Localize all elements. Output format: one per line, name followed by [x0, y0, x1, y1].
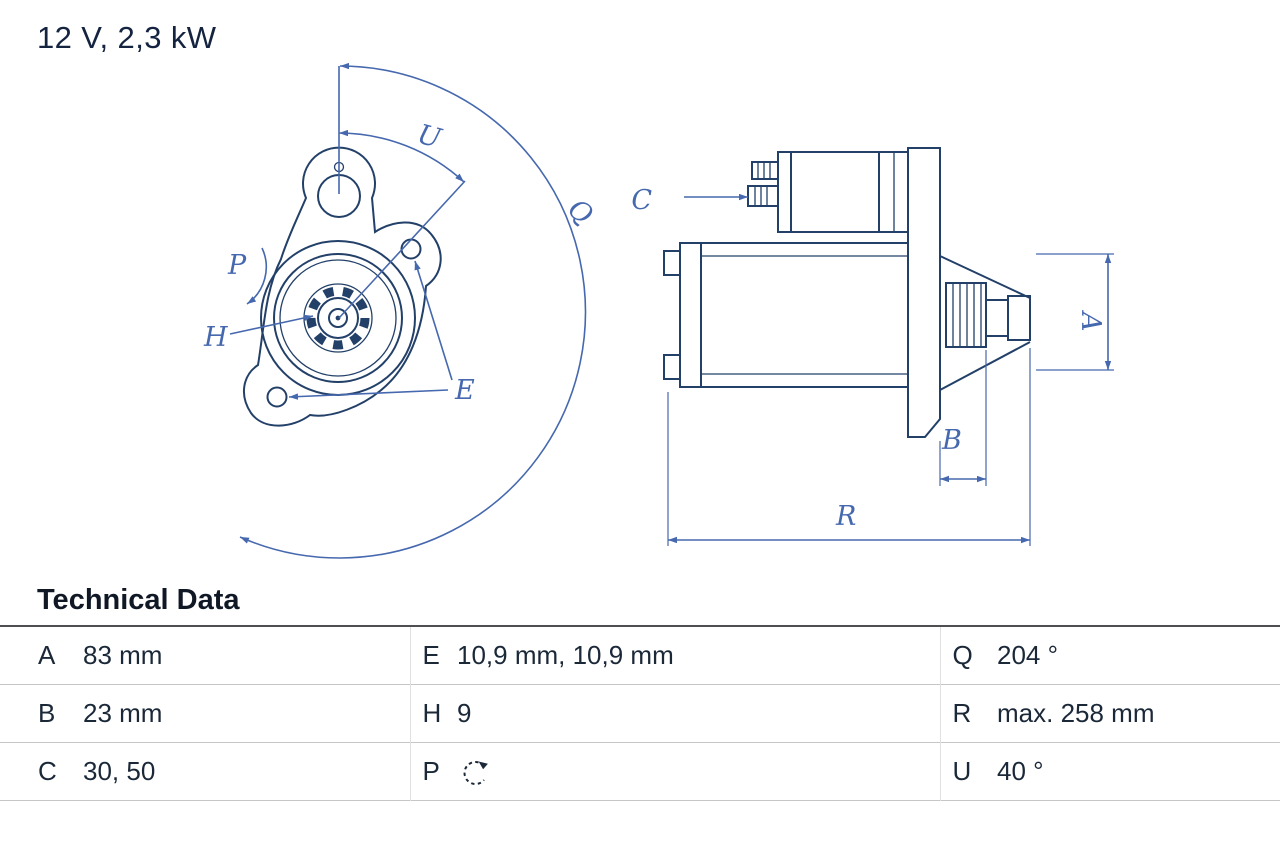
dim-label-A: A — [1075, 309, 1106, 332]
terminal-stud-upper — [751, 161, 779, 180]
mounting-flange-plate — [907, 147, 941, 438]
table-cell-value: 40 ° — [985, 742, 1280, 801]
rotation-P-arrow — [246, 247, 268, 305]
table-cell-key: U — [939, 742, 985, 801]
angle-U-arc — [338, 129, 465, 183]
table-cell-key: P — [409, 742, 445, 801]
table-cell-key: Q — [939, 626, 985, 685]
table-row: A 83 mm E 10,9 mm, 10,9 mm Q 204 ° — [0, 626, 1280, 685]
through-bolt-bottom — [663, 354, 681, 380]
rotation-ccw-icon — [463, 760, 488, 785]
mounting-flange-outline — [242, 146, 442, 427]
dim-label-E: E — [454, 375, 475, 406]
dim-label-B: B — [941, 425, 962, 456]
technical-data-table: A 83 mm E 10,9 mm, 10,9 mm Q 204 ° B 23 … — [0, 625, 1280, 801]
product-spec-title: 12 V, 2,3 kW — [37, 20, 217, 55]
shaft-end-cap — [1007, 295, 1031, 341]
technical-drawing: U Q P H E — [203, 62, 1114, 559]
dim-label-P: P — [227, 250, 247, 281]
table-cell-value: 30, 50 — [75, 742, 410, 801]
dim-label-C: C — [631, 185, 652, 216]
drive-shaft — [985, 299, 1009, 337]
table-cell-key: E — [409, 626, 445, 685]
table-cell-value: 23 mm — [75, 684, 410, 743]
dim-label-Q: Q — [562, 193, 599, 231]
table-cell-key: A — [38, 640, 56, 670]
bottom-mounting-hole — [266, 386, 288, 408]
technical-data-heading: Technical Data — [37, 584, 240, 616]
angled-reference-line — [338, 180, 466, 319]
table-cell-value: max. 258 mm — [985, 684, 1280, 743]
through-bolt-top — [663, 250, 681, 276]
side-view: C A B R — [631, 147, 1114, 546]
pinion-gear — [945, 282, 987, 348]
angle-Q-arc — [239, 62, 587, 559]
drive-cone-top — [939, 255, 1031, 299]
pointer-H — [229, 314, 314, 335]
table-cell-key: R — [939, 684, 985, 743]
table-cell-value: 9 — [445, 684, 940, 743]
pointer-E-right-hole — [414, 260, 453, 381]
dim-label-H: H — [203, 322, 228, 353]
solenoid — [777, 151, 909, 233]
technical-data-section: Technical Data A 83 mm E 10,9 mm, 10,9 m… — [0, 584, 1280, 801]
right-mounting-hole — [400, 238, 422, 260]
table-cell-value: 83 mm — [83, 640, 163, 670]
table-cell-key: H — [409, 684, 445, 743]
dim-label-U: U — [414, 119, 445, 155]
table-row: B 23 mm H 9 R max. 258 mm — [0, 684, 1280, 743]
front-view: U Q P H E — [203, 62, 599, 559]
drive-cone-bottom — [939, 341, 1031, 391]
table-cell-key: C — [0, 742, 75, 801]
dim-label-R: R — [835, 501, 856, 532]
table-cell-value: 204 ° — [997, 640, 1059, 670]
table-cell-value: 10,9 mm, 10,9 mm — [457, 640, 674, 670]
table-row: C 30, 50 P U 40 ° — [0, 742, 1280, 801]
terminal-stud-lower — [747, 185, 779, 207]
table-cell-value-rotation — [445, 742, 940, 801]
motor-body — [679, 242, 909, 388]
pointer-E-bottom-hole — [288, 389, 449, 400]
table-cell-key: B — [0, 684, 75, 743]
